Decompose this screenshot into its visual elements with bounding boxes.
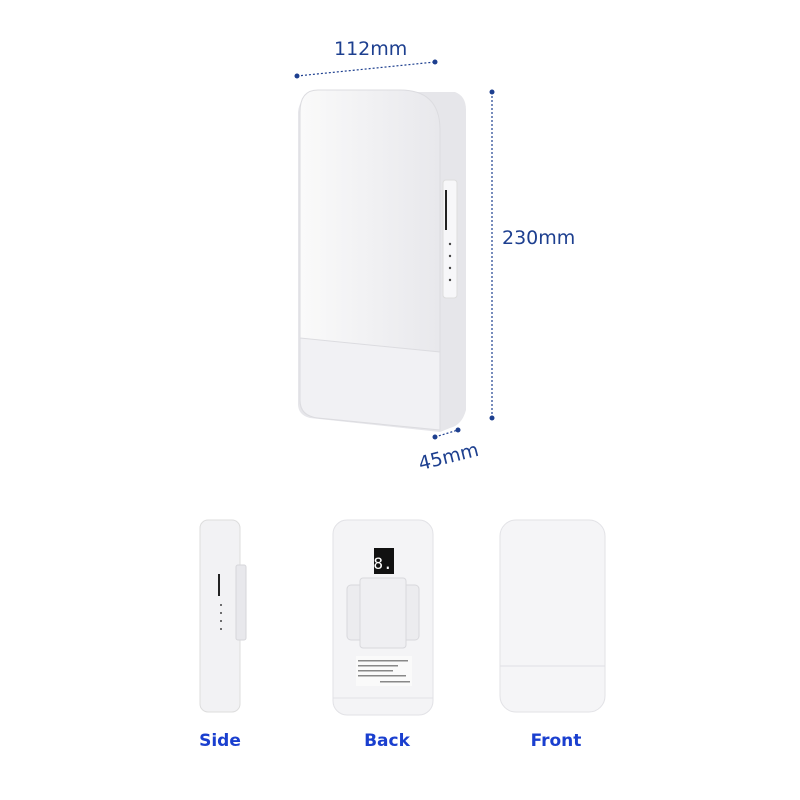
back-view-label: Back (364, 731, 410, 751)
front-view-label: Front (530, 731, 582, 751)
side-view-device (199, 519, 247, 713)
width-dimension-label: 112mm (334, 38, 408, 60)
dimension-lines (294, 59, 495, 440)
height-dimension-label: 230mm (502, 227, 576, 249)
front-view-device (499, 519, 606, 713)
back-view-device (332, 519, 434, 716)
side-view-label: Side (199, 731, 241, 751)
main-device (298, 89, 466, 432)
display-digit: 8. (373, 554, 392, 573)
